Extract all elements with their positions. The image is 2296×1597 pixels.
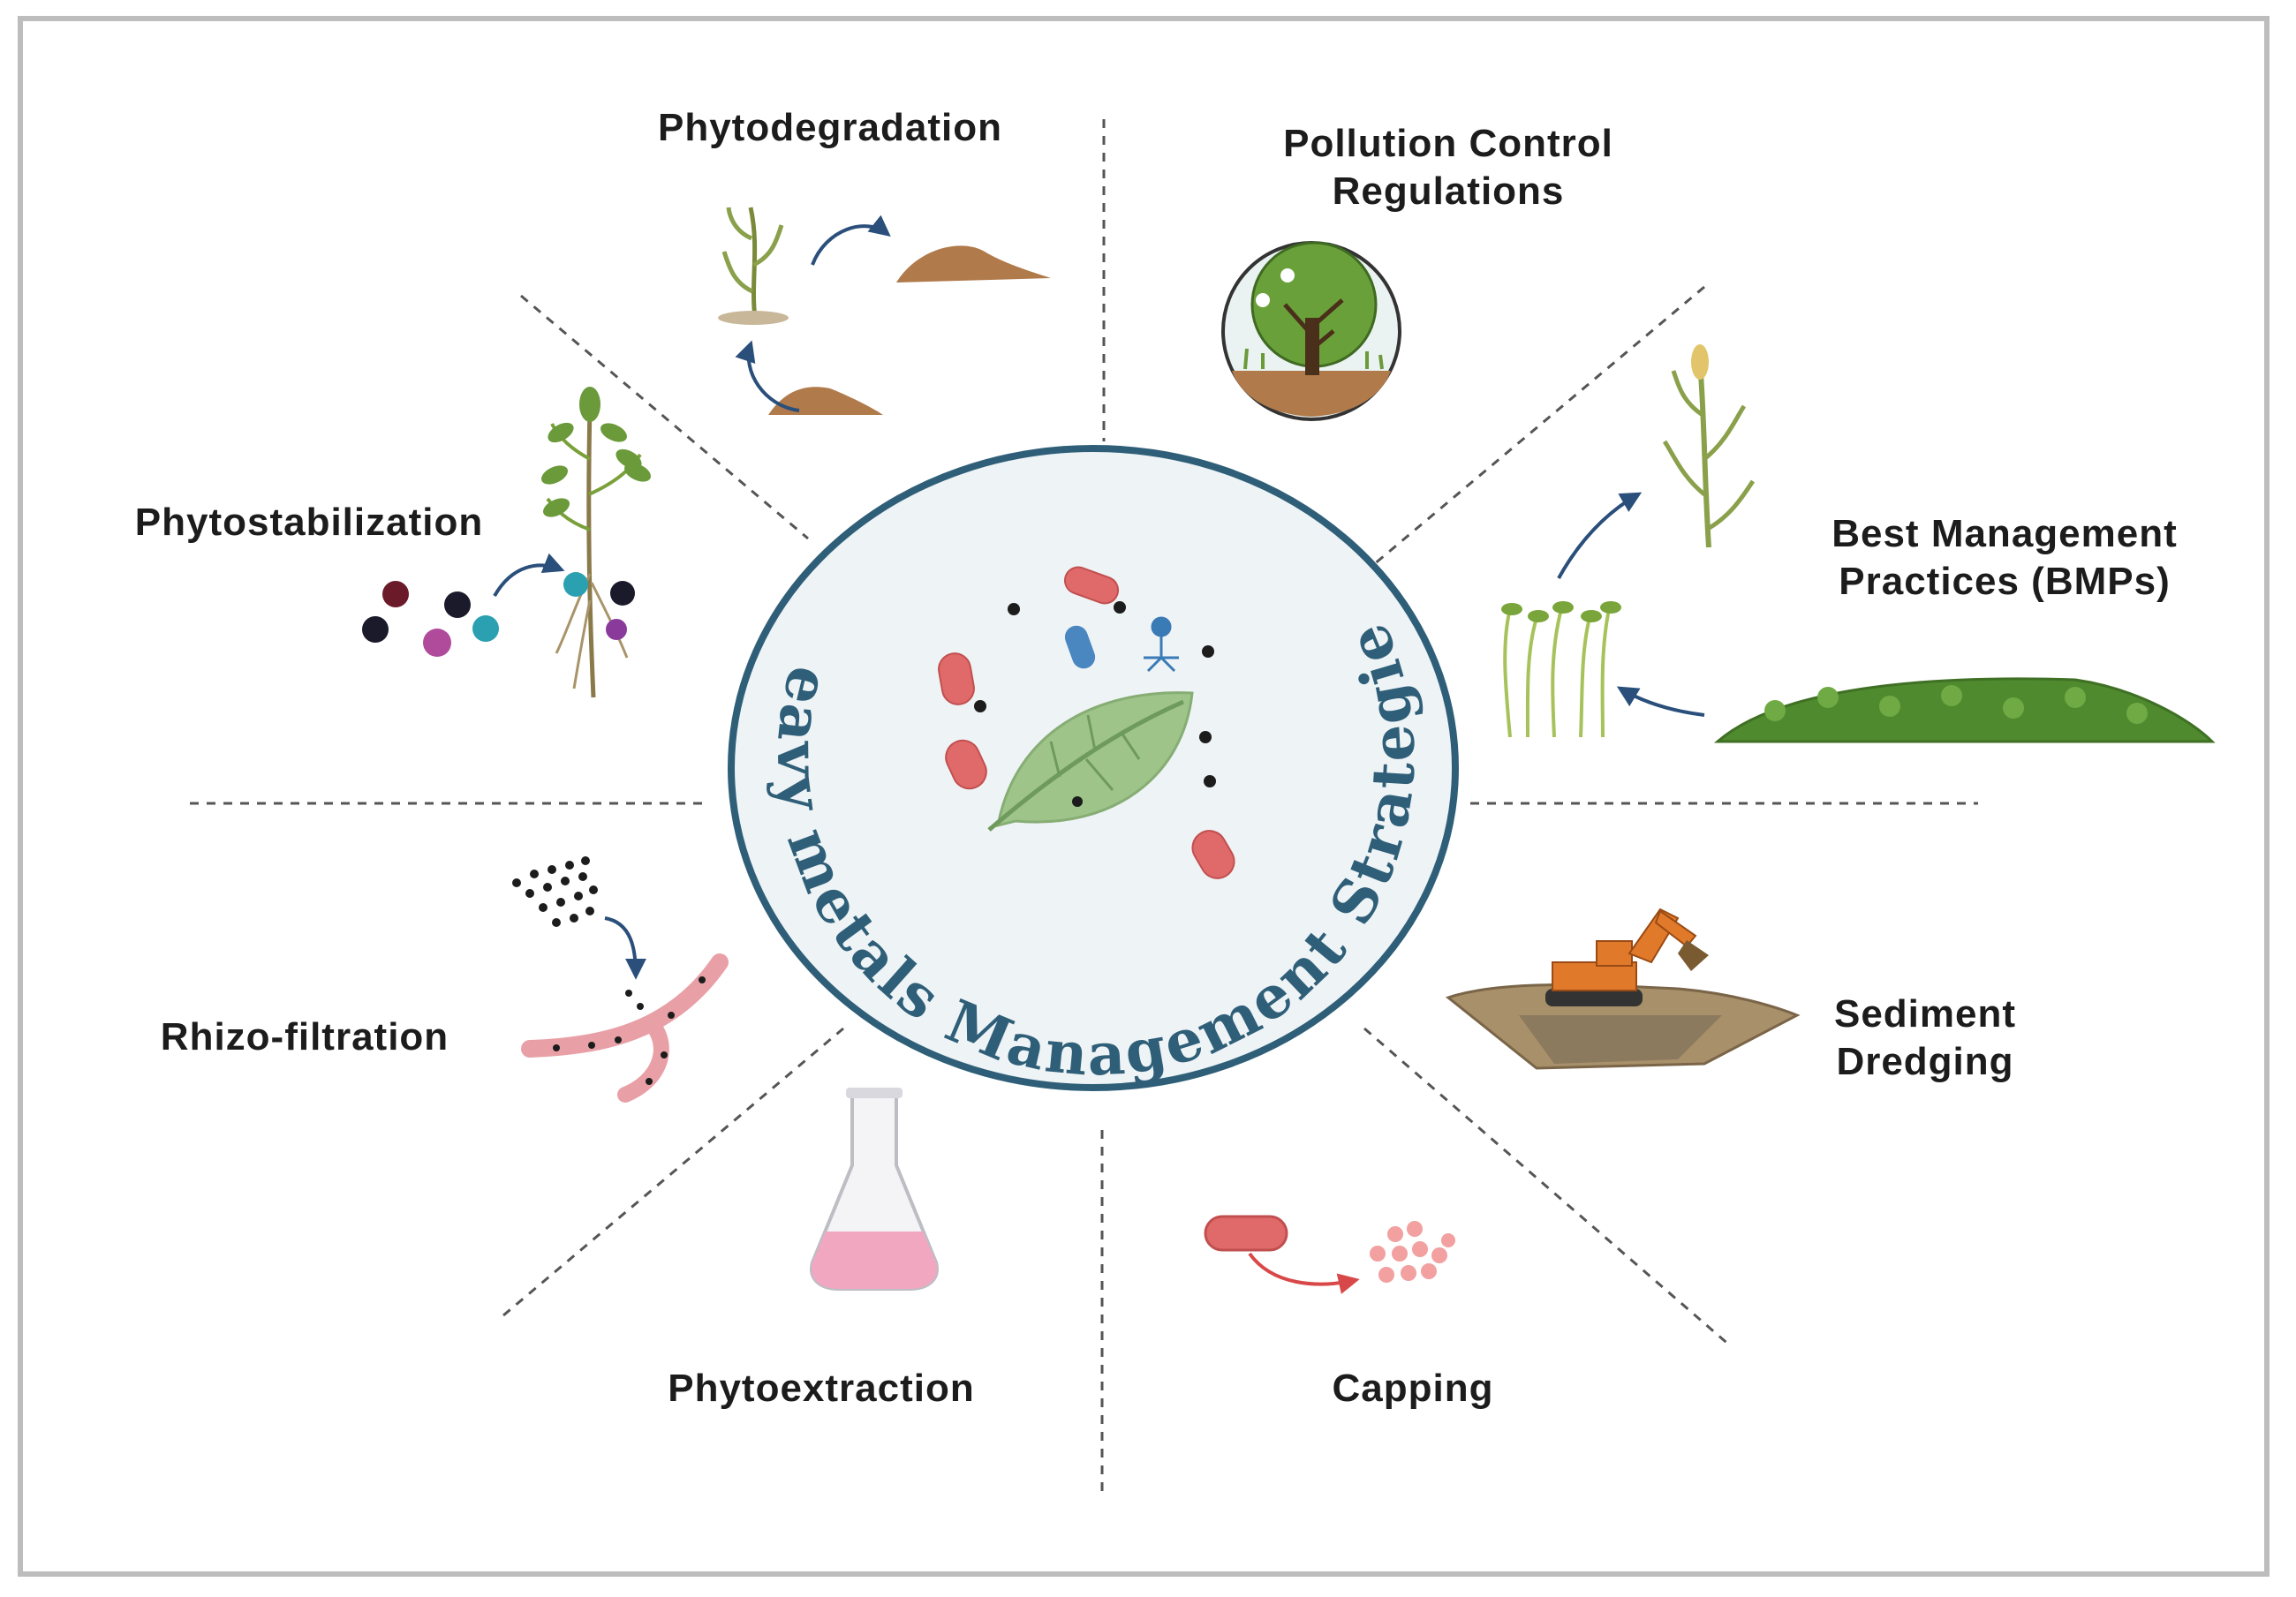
label-best-management-practices: Best Management Practices (BMPs): [1832, 512, 2178, 603]
metal-particles: [974, 601, 1216, 807]
label-rhizo-filtration: Rhizo-filtration: [160, 1015, 449, 1058]
label-phytostabilization: Phytostabilization: [134, 501, 484, 544]
excavator-icon: [1445, 908, 1801, 1070]
bacteria-particles-icon: [1204, 1215, 1455, 1294]
divider-upper-left: [520, 294, 809, 540]
rod-bacterium-icon: [1064, 625, 1096, 669]
crop-growth-icon: [1501, 344, 2216, 743]
label-sediment-dredging: Sediment Dredging: [1833, 992, 2017, 1083]
section-dividers: [190, 119, 1978, 1492]
label-capping: Capping: [1332, 1367, 1494, 1410]
tree-icon: [1221, 241, 1401, 421]
label-phytoextraction: Phytoextraction: [668, 1367, 975, 1410]
flask-icon: [810, 1088, 939, 1291]
label-phytodegradation: Phytodegradation: [657, 106, 1003, 149]
divider-lower-right: [1363, 1027, 1732, 1348]
divider-upper-right: [1372, 285, 1705, 567]
root-filtration-icon: [512, 856, 729, 1103]
plant-metals-icon: [362, 387, 651, 698]
leaf-icon: [987, 691, 1194, 832]
label-pollution-control-regulations: Pollution Control Regulations: [1283, 122, 1613, 213]
plant-soil-cycle-icon: [718, 207, 1051, 415]
virus-icon: [1144, 616, 1179, 673]
bacteria-icon: [938, 566, 1235, 879]
divider-lower-left: [502, 1027, 844, 1317]
